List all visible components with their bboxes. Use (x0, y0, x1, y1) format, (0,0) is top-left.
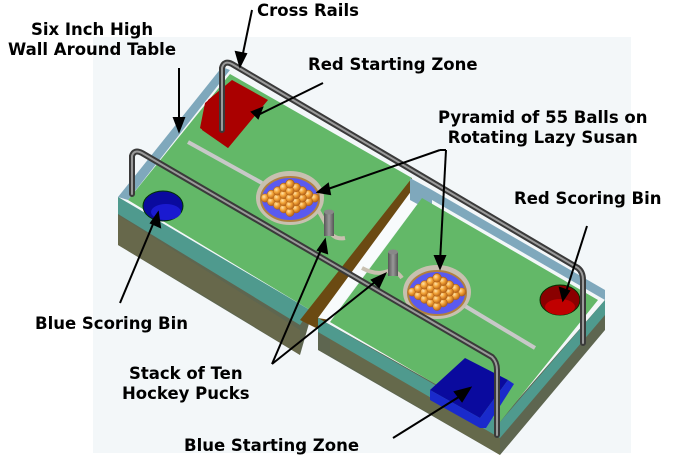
left-wall-front (118, 197, 310, 325)
right-wall-top (432, 190, 605, 300)
label-pyramid: Pyramid of 55 Balls on Rotating Lazy Sus… (438, 108, 647, 148)
arrow-puck-right (271, 277, 381, 365)
label-pyramid-line1: Pyramid of 55 Balls on (438, 108, 648, 127)
right-ball-pyramid (407, 273, 467, 311)
arrow-blue-bin (119, 216, 157, 304)
center-gap (318, 190, 420, 320)
arrow-pyramid-left (324, 149, 441, 191)
cross-rails (129, 59, 586, 438)
label-cross-rails: Cross Rails (257, 1, 359, 20)
label-wall-line1: Six Inch High (30, 20, 154, 39)
left-center-line (187, 140, 263, 185)
label-wall-line2: Wall Around Table (8, 40, 177, 59)
label-wall: Six Inch High Wall Around Table (8, 20, 176, 60)
label-red-scoring-bin: Red Scoring Bin (514, 189, 662, 208)
label-pucks-line2: Hockey Pucks (122, 384, 250, 403)
right-center-line (463, 304, 537, 350)
label-red-starting-zone: Red Starting Zone (308, 55, 478, 74)
ball (285, 179, 295, 189)
right-table-half (318, 178, 605, 455)
label-pucks-line1: Stack of Ten (128, 364, 243, 383)
arrow-red-bin (564, 225, 588, 296)
arrow-puck-left (271, 244, 324, 365)
left-wall-top (118, 67, 230, 200)
arrow-pyramid-right (439, 149, 447, 263)
left-ball-pyramid (260, 179, 320, 217)
ball (432, 273, 442, 283)
arrow-blue-start (392, 394, 463, 439)
left-puck-stack (324, 212, 334, 236)
right-puck-stack (388, 252, 398, 276)
left-table-half (118, 67, 412, 355)
callout-arrows (119, 9, 588, 439)
label-pucks: Stack of Ten Hockey Pucks (122, 364, 250, 404)
label-pyramid-line2: Rotating Lazy Susan (447, 128, 638, 147)
arrow-red-start (257, 82, 324, 116)
label-blue-starting-zone: Blue Starting Zone (184, 436, 360, 455)
label-blue-scoring-bin: Blue Scoring Bin (35, 314, 188, 333)
arrow-cross-rails (241, 9, 253, 59)
